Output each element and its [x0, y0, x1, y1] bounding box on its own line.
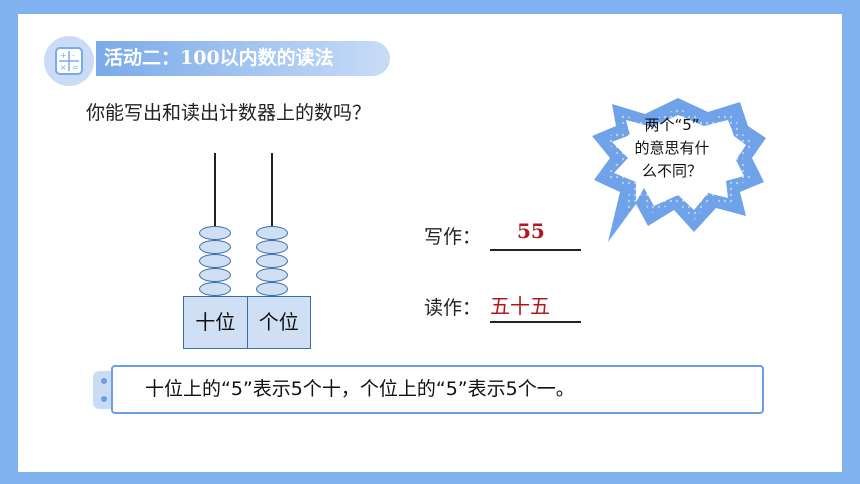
abacus-bead — [199, 226, 231, 240]
write-label: 写作： — [424, 226, 482, 248]
svg-text:+: + — [60, 51, 67, 60]
question-text: 你能写出和读出计数器上的数吗？ — [86, 102, 372, 124]
svg-text:×: × — [60, 63, 67, 72]
page-title: 活动二：100以内数的读法 — [96, 41, 390, 76]
note-dot — [101, 396, 107, 402]
speech-bubble-text: 两个“5” 的意思有什 么不同？ — [634, 116, 710, 180]
write-answer: 55 — [517, 219, 545, 243]
abacus-bead — [199, 240, 231, 254]
abacus-bead — [256, 240, 288, 254]
note-tab — [93, 371, 115, 409]
ones-place-label: 个位 — [246, 297, 311, 348]
abacus-base: 十位 个位 — [183, 296, 311, 349]
svg-text:-: - — [72, 51, 75, 60]
read-answer: 五十五 — [490, 294, 550, 318]
abacus-bead — [256, 282, 288, 296]
tens-place-label: 十位 — [195, 310, 236, 334]
abacus-bead — [199, 254, 231, 268]
abacus-bead — [199, 268, 231, 282]
calculator-icon: + - × = — [44, 36, 94, 86]
abacus-bead — [256, 254, 288, 268]
speech-burst-icon — [592, 98, 766, 242]
read-label: 读作： — [424, 297, 482, 319]
conclusion-note: 十位上的“5”表示5个十，个位上的“5”表示5个一。 — [111, 365, 764, 414]
note-dot — [101, 378, 107, 384]
write-underline — [490, 249, 581, 251]
abacus-bead — [256, 226, 288, 240]
svg-text:=: = — [72, 63, 79, 72]
abacus-bead — [256, 268, 288, 282]
tens-rod — [214, 153, 216, 296]
abacus-bead — [199, 282, 231, 296]
read-underline — [490, 321, 581, 323]
ones-rod — [271, 153, 273, 296]
